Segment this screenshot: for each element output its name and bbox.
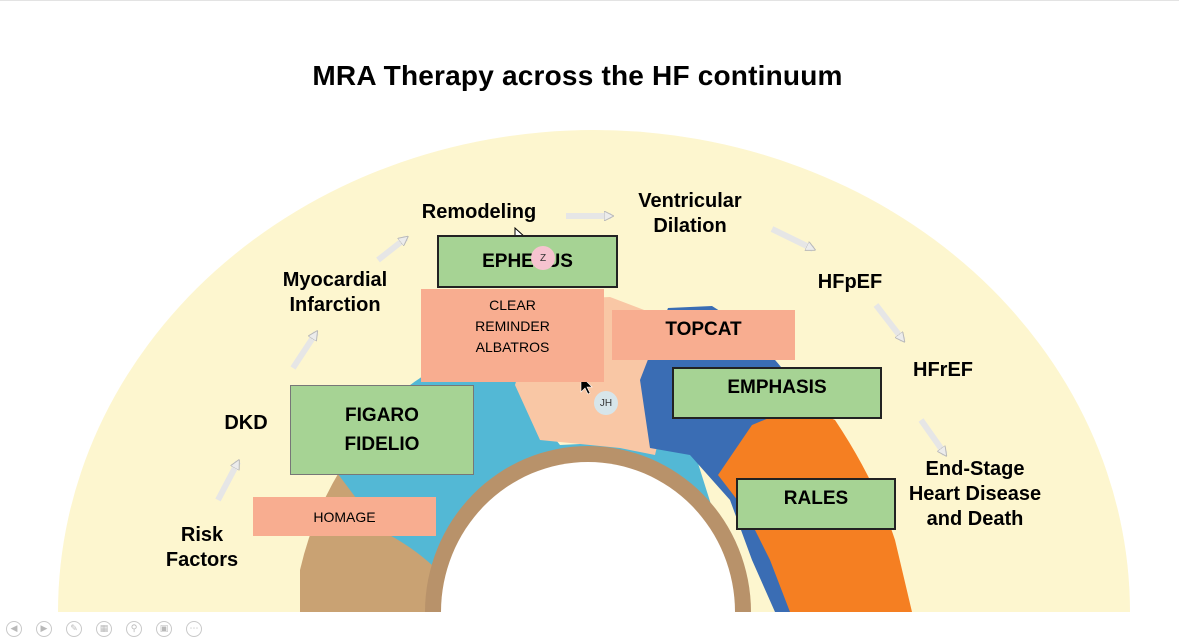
camera-icon[interactable]: ▣ [156, 621, 172, 637]
trial-ephesus: EPHESUS [437, 235, 618, 288]
arrow-risk-to-dkd [215, 462, 241, 502]
stage-hfpef: HFpEF [817, 271, 883, 293]
arrow-hfref-to-endstage [918, 418, 948, 454]
participant-jh-avatar[interactable]: JH [594, 391, 618, 415]
inner-hole [441, 462, 735, 612]
top-edge [0, 0, 1179, 1]
pen-icon[interactable]: ✎ [66, 621, 82, 637]
trial-topcat: TOPCAT [612, 310, 795, 360]
trial-rales: RALES [736, 478, 896, 530]
participant-z-avatar[interactable]: Z [531, 246, 555, 270]
arrow-dilation-to-hfpef [770, 226, 813, 252]
arrow-mi-to-remodeling [376, 238, 406, 263]
stage-dkd: DKD [224, 412, 268, 434]
presentation-toolbar: ◀ ▶ ✎ ▦ ⚲ ▣ ⋯ [6, 620, 202, 638]
arrow-dkd-to-mi [290, 333, 319, 370]
trial-figaro-fidelio: FIGARO FIDELIO [290, 385, 474, 475]
grid-icon[interactable]: ▦ [96, 621, 112, 637]
trial-clear-reminder-albatros: CLEAR REMINDER ALBATROS [421, 289, 604, 382]
back-icon[interactable]: ◀ [6, 621, 22, 637]
arrow-hfpef-to-hfref [873, 303, 903, 340]
zoom-icon[interactable]: ⚲ [126, 621, 142, 637]
trial-emphasis: EMPHASIS [672, 367, 882, 419]
stage-hfref: HFrEF [913, 359, 973, 381]
forward-icon[interactable]: ▶ [36, 621, 52, 637]
stage-remodeling: Remodeling [421, 201, 537, 223]
trial-homage: HOMAGE [253, 497, 436, 536]
page-title: MRA Therapy across the HF continuum [312, 60, 843, 91]
more-icon[interactable]: ⋯ [186, 621, 202, 637]
